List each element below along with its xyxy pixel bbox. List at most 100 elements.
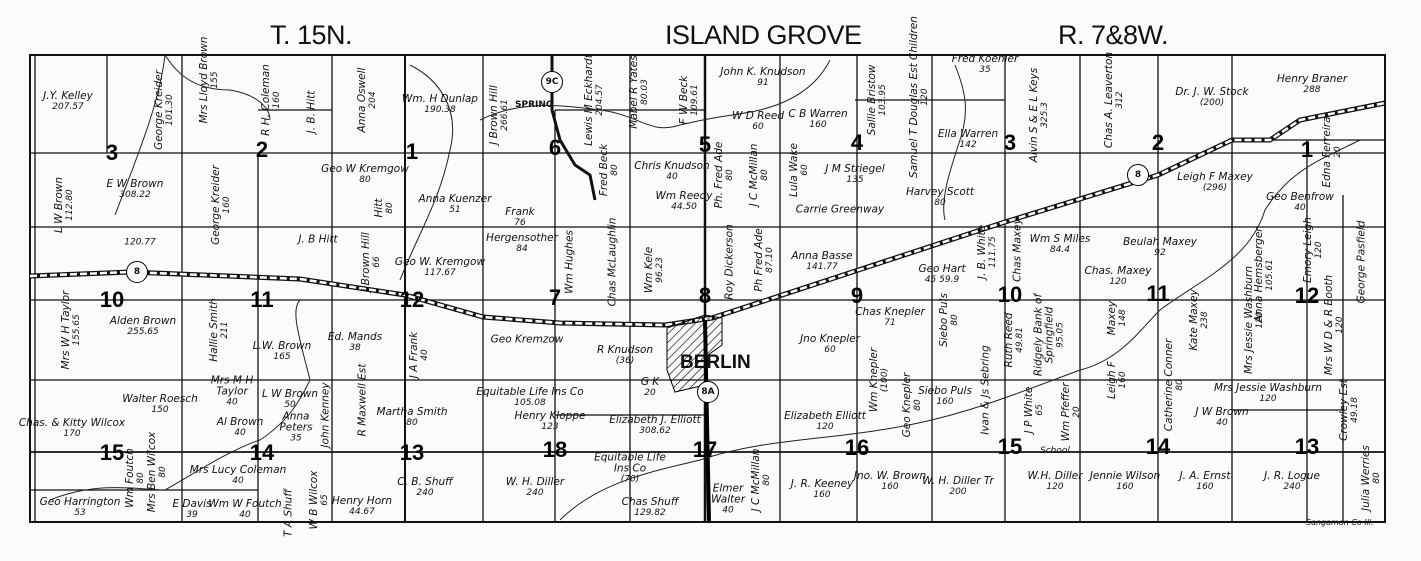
owner-name: Sallie Bristow — [866, 64, 878, 136]
route-marker: 8 — [126, 261, 148, 283]
owner-acreage: 200 — [949, 487, 967, 497]
owner-name: Frank — [505, 206, 535, 218]
owner-name: Siebo Puls — [938, 293, 950, 347]
owner-parcel-label: Chas McLaughlin — [607, 218, 619, 307]
section-number: 14 — [1145, 434, 1171, 459]
owner-name: Jno. W. Brown — [853, 470, 927, 482]
owner-name: Lewis M Eckhardt — [583, 54, 595, 146]
owner-acreage: 49.18 — [1350, 397, 1360, 423]
owner-name: Anna Peters — [279, 410, 313, 434]
owner-acreage: 80 — [1372, 472, 1382, 484]
owner-acreage: 288 — [1303, 85, 1321, 95]
owner-name: R Knudson — [596, 344, 654, 356]
owner-acreage: 204 — [368, 91, 378, 109]
owner-acreage: (296) — [1202, 183, 1228, 193]
owner-parcel-label: John Kenney — [320, 382, 332, 447]
owner-name: T A Shuff — [282, 489, 295, 537]
owner-acreage: 80.03 — [640, 79, 650, 105]
owner-name: Lula Wake — [788, 143, 800, 197]
owner-name: Wm Kele — [643, 246, 655, 294]
owner-name: Anna Basse — [791, 250, 853, 262]
route-marker: 9C — [541, 71, 563, 93]
owner-name: Leigh F — [1106, 361, 1118, 399]
owner-acreage: 111.75 — [988, 236, 998, 268]
owner-name: Wm S Miles — [1029, 233, 1091, 245]
owner-name: Wm. H Dunlap — [402, 93, 478, 105]
owner-parcel-label: R Knudson(36) — [597, 345, 653, 367]
owner-name: J. B Hitt — [298, 233, 338, 246]
section-number: 7 — [548, 285, 562, 310]
owner-acreage: 45 59.9 — [924, 275, 960, 285]
owner-acreage: 142 — [959, 140, 977, 150]
owner-name: Chris Knudson — [634, 160, 710, 172]
owner-acreage: 120 — [1046, 482, 1064, 492]
owner-name: Mrs Lloyd Brown — [198, 36, 210, 124]
owner-name: Elmer Walter — [710, 482, 746, 506]
section-number: 15 — [99, 440, 125, 465]
owner-name: J C McMillan — [750, 448, 762, 512]
owner-name: Siebo Puls — [918, 385, 972, 397]
owner-name: E W Brown — [106, 178, 164, 190]
owner-acreage: 160 — [936, 397, 954, 407]
owner-name: Chas Knepler — [855, 306, 925, 318]
owner-acreage: 120 — [1335, 316, 1345, 334]
owner-name: Hitt — [373, 198, 385, 218]
owner-acreage: (100) — [880, 367, 890, 393]
owner-acreage: 53 — [74, 508, 86, 518]
owner-name: Kate Maxey — [1188, 289, 1200, 351]
town-berlin: BERLIN — [680, 352, 751, 373]
owner-name: Fred Beck — [598, 143, 610, 197]
owner-parcel-label: J. B Hitt — [298, 233, 338, 246]
school-label: School — [1040, 446, 1070, 456]
owner-acreage: 40 — [226, 397, 238, 408]
owner-name: R H. Coleman — [260, 64, 272, 136]
owner-acreage: 266.61 — [500, 99, 510, 131]
owner-name: Ivan & Js Sebring — [979, 345, 992, 435]
owner-acreage: 91 — [757, 78, 769, 88]
section-number: 3 — [1003, 130, 1017, 155]
owner-name: Chas Shuff — [621, 496, 679, 508]
owner-acreage: 123 — [541, 422, 559, 432]
section-number: 1 — [405, 139, 419, 164]
section-number: 9 — [850, 283, 864, 308]
owner-acreage: 51 — [449, 205, 461, 215]
section-number: 14 — [249, 440, 275, 465]
owner-acreage: 190.38 — [424, 105, 456, 115]
owner-acreage: 95.05 — [1055, 322, 1066, 348]
owner-name: Emory Leigh — [1302, 217, 1314, 283]
owner-name: Walter Roesch — [122, 393, 198, 405]
owner-acreage: 71 — [884, 318, 896, 328]
owner-name: Mrs Ben Wilcox — [146, 431, 158, 513]
owner-acreage: 105.08 — [514, 398, 546, 408]
section-number: 17 — [692, 437, 718, 462]
owner-name: Dr. J. W. Stock — [1175, 86, 1249, 98]
owner-acreage: 96.23 — [655, 257, 665, 283]
owner-acreage: 80 — [610, 164, 620, 176]
section-number: 2 — [255, 137, 269, 162]
